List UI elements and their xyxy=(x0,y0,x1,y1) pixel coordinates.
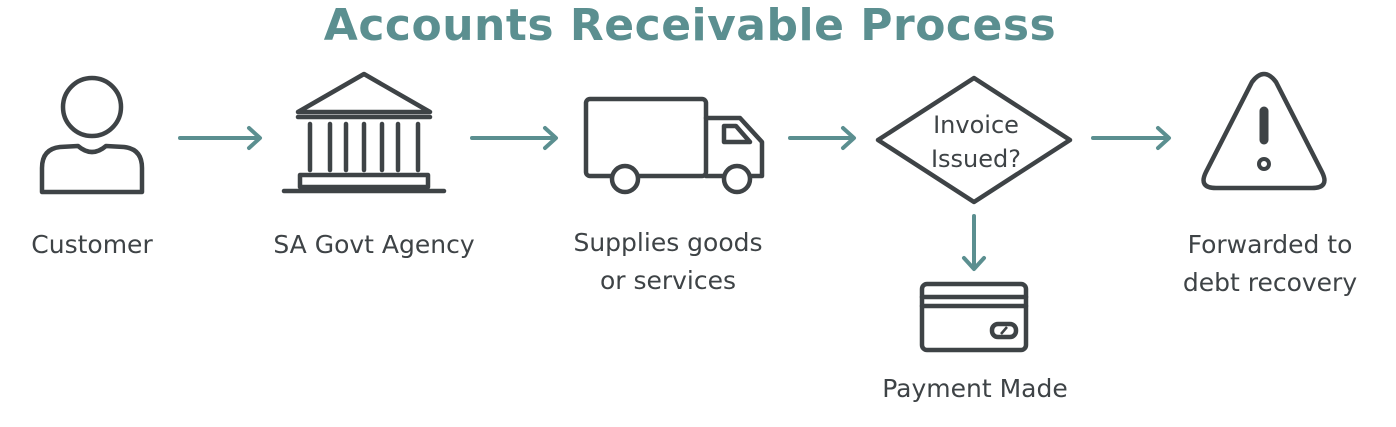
warning-icon xyxy=(1201,71,1327,191)
arrow-customer-to-agency xyxy=(178,126,262,150)
supplies-label-line1: Supplies goods xyxy=(573,228,763,257)
government-building-icon xyxy=(281,71,447,194)
arrow-invoice-to-debt xyxy=(1091,126,1171,150)
invoice-issued-decision: Invoice Issued? xyxy=(875,75,1073,205)
arrow-agency-to-supplies xyxy=(470,126,558,150)
customer-label: Customer xyxy=(31,230,153,259)
supplies-label-line2: or services xyxy=(599,266,737,295)
debt-label: Forwarded to debt recovery xyxy=(1160,226,1380,302)
agency-label: SA Govt Agency xyxy=(273,230,475,259)
payment-label: Payment Made xyxy=(882,374,1068,403)
supplies-label: Supplies goods or services xyxy=(553,224,783,300)
arrow-supplies-to-invoice xyxy=(788,126,856,150)
debt-label-line2: debt recovery xyxy=(1182,268,1358,297)
person-icon xyxy=(39,75,145,195)
arrow-invoice-to-payment xyxy=(962,214,986,271)
debt-label-line1: Forwarded to xyxy=(1187,230,1353,259)
truck-icon xyxy=(583,96,765,195)
credit-card-icon xyxy=(919,281,1029,353)
decision-text-line2: Issued? xyxy=(931,145,1021,173)
decision-text-line1: Invoice xyxy=(933,111,1019,139)
diagram-title: Accounts Receivable Process xyxy=(323,0,1057,51)
